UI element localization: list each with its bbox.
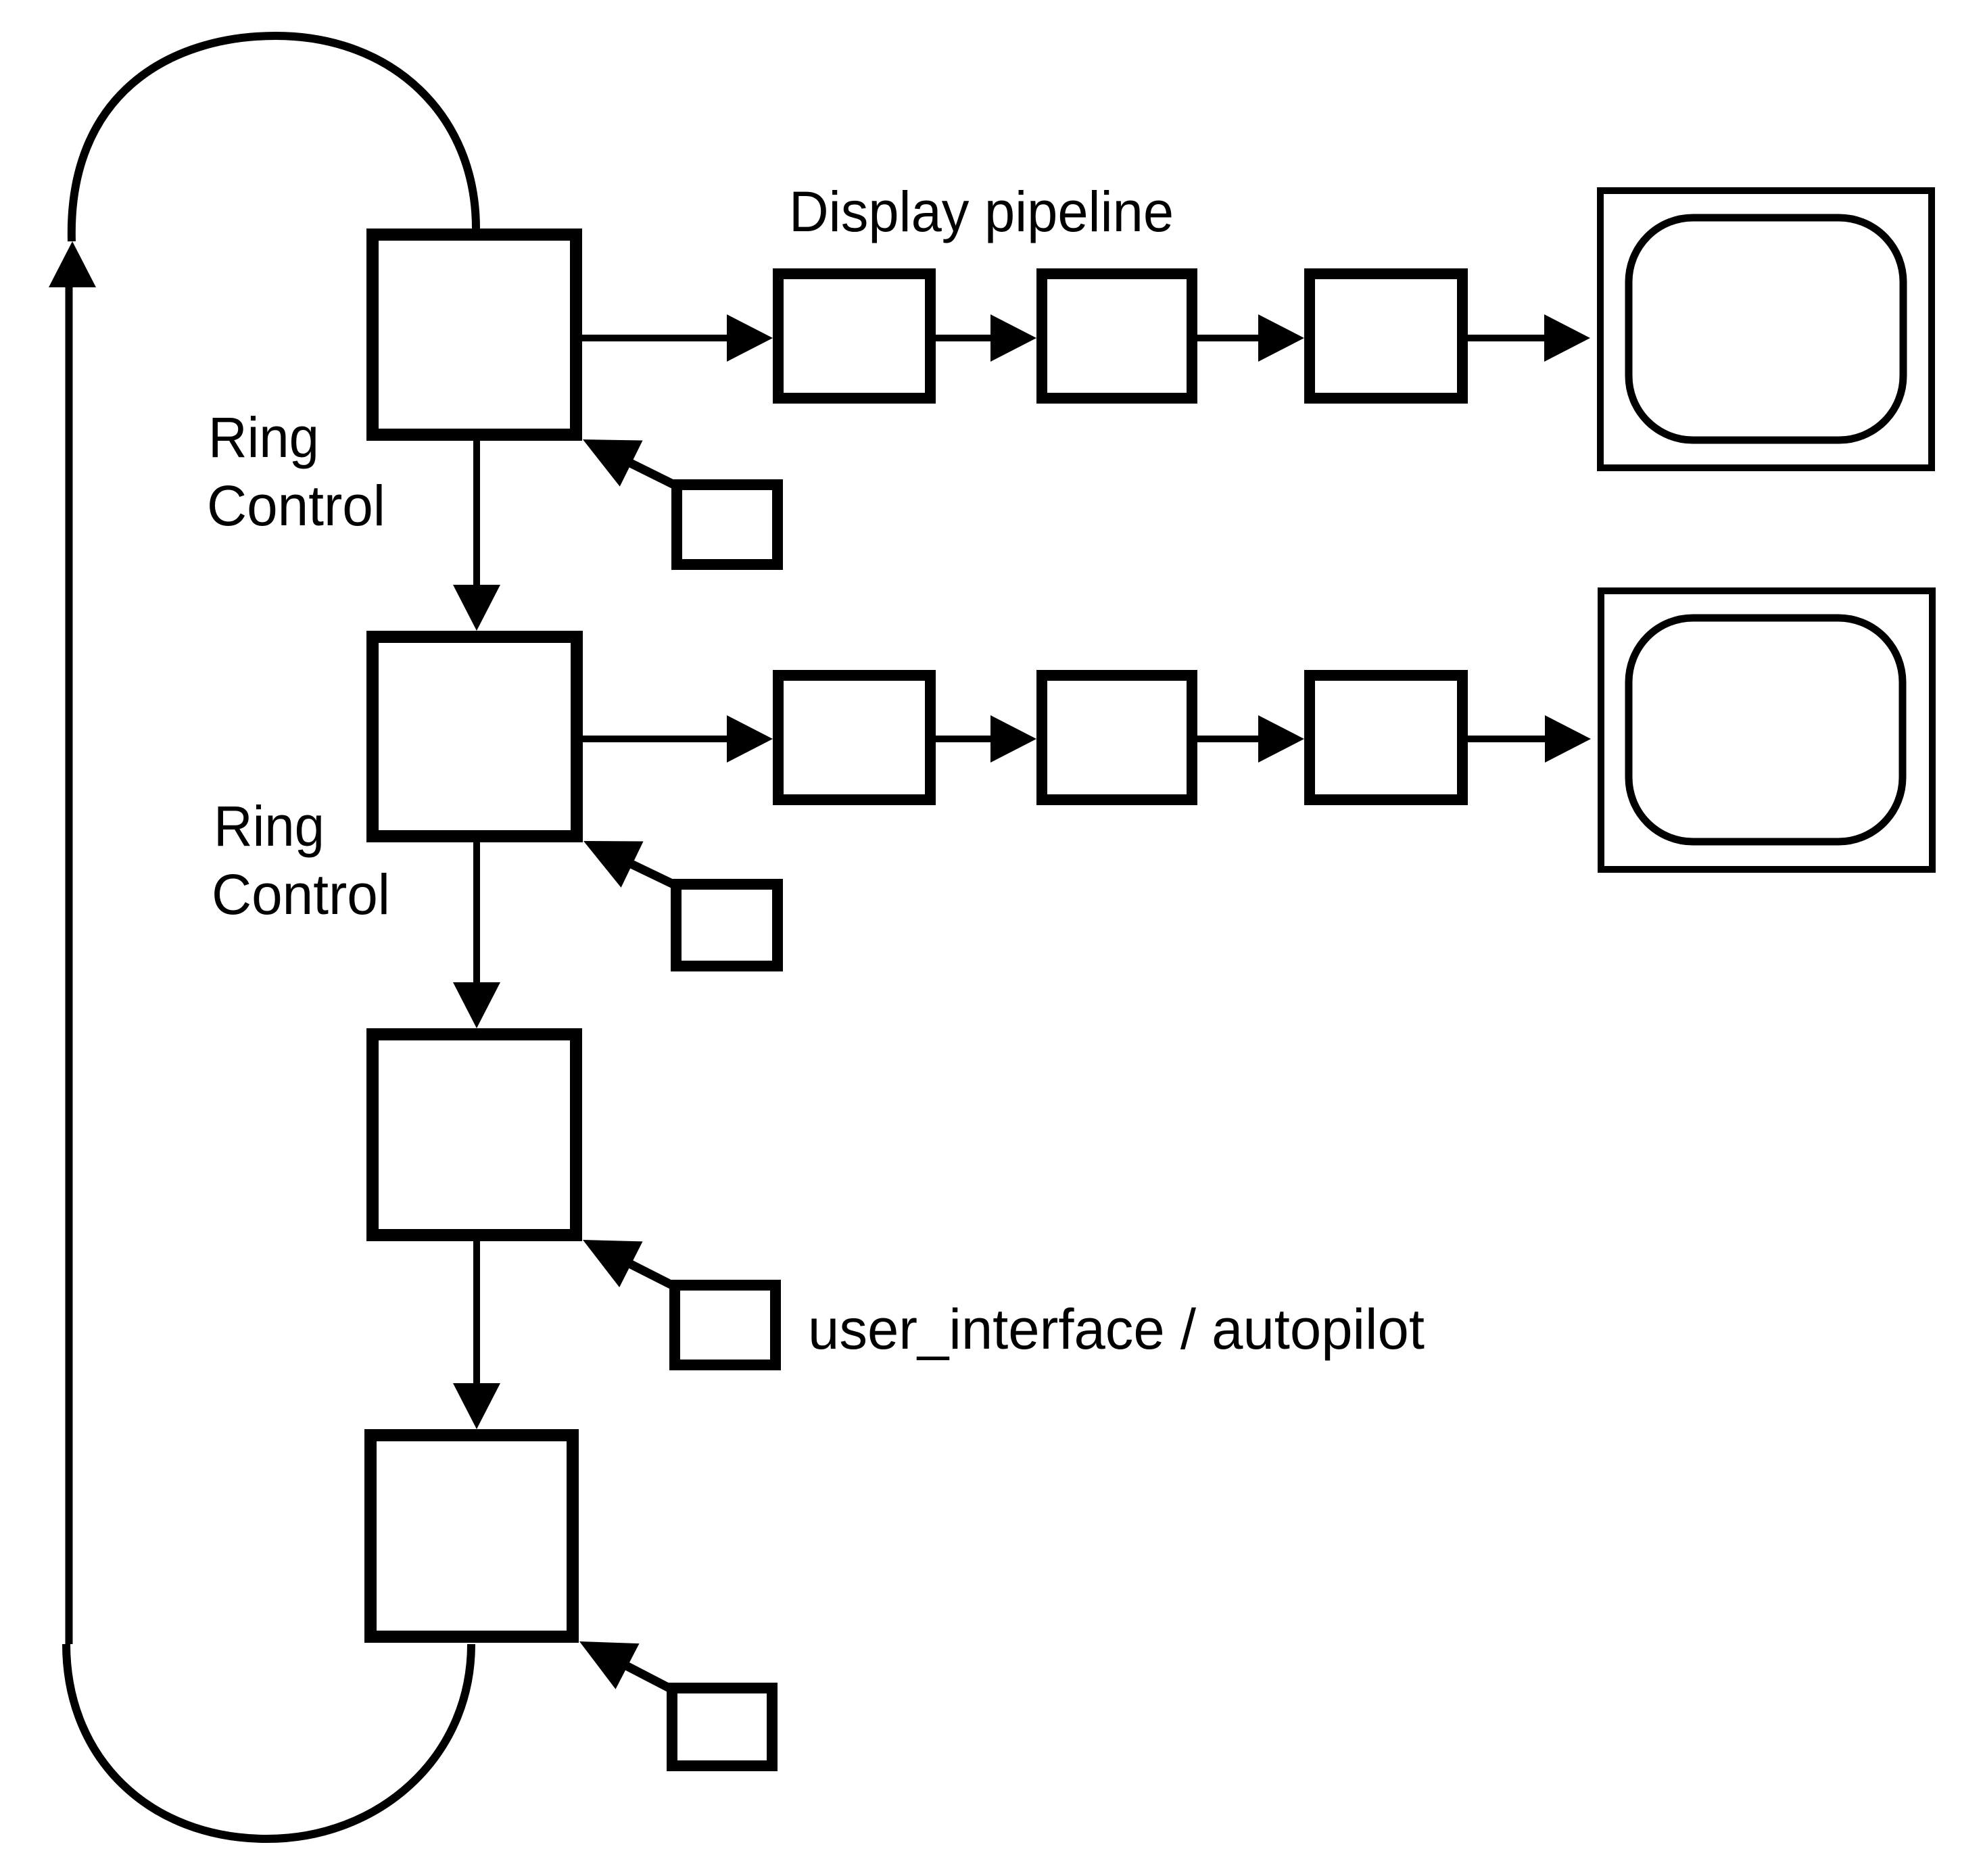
display-pipeline-title: Display pipeline [789,180,1174,243]
ring-node-4[interactable] [364,1429,579,1643]
input-source-label: user_interface / autopilot [808,1297,1425,1361]
ring-loop-arrowhead-icon [49,241,96,287]
diagram-shapes [49,31,1936,1844]
ring-connector-arrowhead-icon [453,982,500,1028]
pipeline-arrowhead-icon [727,314,773,362]
input-box-4[interactable] [667,1683,778,1771]
input-arrowhead-icon [583,439,643,487]
pipeline-arrowhead-icon [1544,314,1590,362]
input-box-1[interactable] [671,479,783,570]
ring-node-2[interactable] [366,631,583,842]
pipeline-arrowhead-icon [727,715,773,763]
pipeline-arrowhead-icon [1545,715,1591,763]
pipeline-1-stage-3[interactable] [1304,268,1468,404]
input-arrowhead-icon [579,1641,640,1689]
pipeline-arrowhead-icon [1258,715,1304,763]
input-arrowhead-icon [583,1240,643,1288]
ring-control-label-1-line2: Control [207,474,385,537]
input-box-2[interactable] [671,879,783,971]
ring-connector-arrowhead-icon [453,585,500,631]
ring-control-label-2-line1: Ring [214,794,325,858]
ring-loop-bottom-arc [62,1643,475,1844]
ring-control-label-2-line2: Control [212,863,390,926]
ring-connector-arrowhead-icon [453,1383,500,1429]
input-box-3[interactable] [669,1280,781,1370]
pipeline-2-stage-1[interactable] [773,670,936,805]
pipeline-arrowhead-icon [1258,314,1304,362]
input-arrowhead-icon [583,841,644,888]
ring-control-label-1-line1: Ring [208,406,319,469]
ring-node-1[interactable] [366,229,582,441]
pipeline-2-stage-3[interactable] [1304,670,1468,805]
pipeline-1-stage-1[interactable] [773,268,936,404]
pipeline-arrowhead-icon [990,314,1036,362]
ring-loop-top-arc [67,31,480,242]
ring-node-3[interactable] [366,1028,582,1241]
pipeline-2-stage-2[interactable] [1036,670,1197,805]
pipeline-arrowhead-icon [990,715,1036,763]
pipeline-1-stage-2[interactable] [1036,268,1197,404]
monitor-screen-icon [1625,614,1907,846]
monitor-screen-icon [1625,214,1907,444]
